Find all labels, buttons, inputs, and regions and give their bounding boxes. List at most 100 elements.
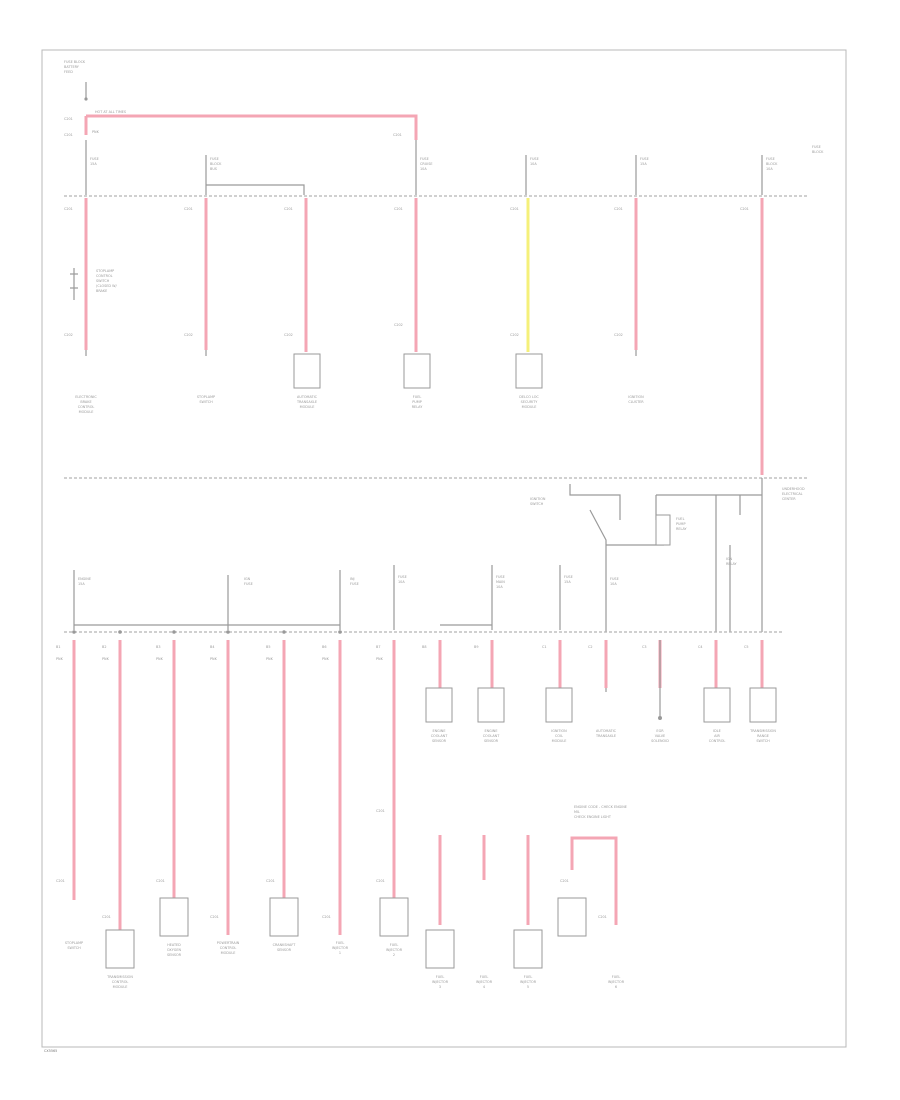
lower-wires [72, 640, 764, 935]
svg-text:B9: B9 [474, 645, 478, 649]
top-feed-wire [86, 114, 418, 140]
ebcm-switch-icon: STOPLAMP CONTROL SWITCH (CLOSED W/ BRAKE [70, 268, 117, 300]
svg-text:C202: C202 [510, 333, 519, 337]
svg-text:C3: C3 [642, 645, 647, 649]
svg-text:C201: C201 [284, 207, 293, 211]
svg-text:C201: C201 [64, 117, 73, 121]
svg-text:C4: C4 [698, 645, 703, 649]
svg-text:PNK: PNK [156, 657, 164, 661]
svg-text:C201: C201 [156, 879, 165, 883]
diagram-id: CX5565 [44, 1049, 57, 1053]
svg-text:C201: C201 [510, 207, 519, 211]
bottom-component-blocks [105, 897, 587, 969]
upper-component-blocks [85, 350, 637, 389]
svg-text:PNK: PNK [376, 657, 384, 661]
svg-text:PNK: PNK [102, 657, 110, 661]
svg-text:C202: C202 [394, 323, 403, 327]
svg-text:C201: C201 [376, 879, 385, 883]
svg-text:B4: B4 [210, 645, 214, 649]
svg-text:B7: B7 [376, 645, 380, 649]
svg-text:C1: C1 [542, 645, 547, 649]
relay-section [569, 478, 763, 632]
svg-text:C202: C202 [614, 333, 623, 337]
svg-text:C201: C201 [394, 207, 403, 211]
svg-text:PNK: PNK [56, 657, 64, 661]
svg-text:C201: C201 [560, 879, 569, 883]
svg-text:B6: B6 [322, 645, 326, 649]
upper-wire-codes: C201 C201 C201 C201 C201 C201 C201 C202 … [64, 207, 749, 337]
svg-text:B5: B5 [266, 645, 270, 649]
top-branch-label: HOT AT ALL TIMES [95, 110, 126, 114]
svg-text:CONTROL: CONTROL [96, 274, 113, 278]
svg-text:C201: C201 [614, 207, 623, 211]
svg-text:C201: C201 [56, 879, 65, 883]
upper-fuse-group [85, 140, 763, 195]
svg-text:C201: C201 [598, 915, 607, 919]
svg-text:C202: C202 [284, 333, 293, 337]
svg-text:SWITCH: SWITCH [96, 279, 110, 283]
svg-text:B8: B8 [422, 645, 426, 649]
svg-text:B1: B1 [56, 645, 60, 649]
svg-text:B3: B3 [156, 645, 160, 649]
svg-text:PNK: PNK [266, 657, 274, 661]
svg-text:C202: C202 [184, 333, 193, 337]
svg-text:C202: C202 [64, 333, 73, 337]
svg-text:PNK: PNK [92, 130, 100, 134]
svg-text:(CLOSED W/: (CLOSED W/ [96, 284, 117, 288]
svg-text:C201: C201 [393, 133, 402, 137]
svg-text:C5: C5 [744, 645, 749, 649]
svg-text:C201: C201 [740, 207, 749, 211]
svg-text:C201: C201 [184, 207, 193, 211]
svg-text:BRAKE: BRAKE [96, 289, 107, 293]
lower-wire-codes: B1 B2 B3 B4 B5 B6 B7 B8 B9 C1 C2 C3 C4 C… [56, 645, 749, 919]
diagram-frame [41, 49, 847, 1048]
svg-text:PNK: PNK [322, 657, 330, 661]
svg-text:C201: C201 [210, 915, 219, 919]
mid-component-blocks [425, 687, 777, 723]
svg-text:PNK: PNK [210, 657, 218, 661]
svg-text:C201: C201 [266, 879, 275, 883]
lower-bus-dots [72, 630, 342, 634]
svg-text:C201: C201 [376, 809, 385, 813]
lower-fuse-stubs [73, 565, 561, 630]
svg-text:STOPLAMP: STOPLAMP [96, 269, 114, 273]
svg-text:B2: B2 [102, 645, 106, 649]
upper-wires [84, 198, 764, 475]
svg-text:C201: C201 [322, 915, 331, 919]
